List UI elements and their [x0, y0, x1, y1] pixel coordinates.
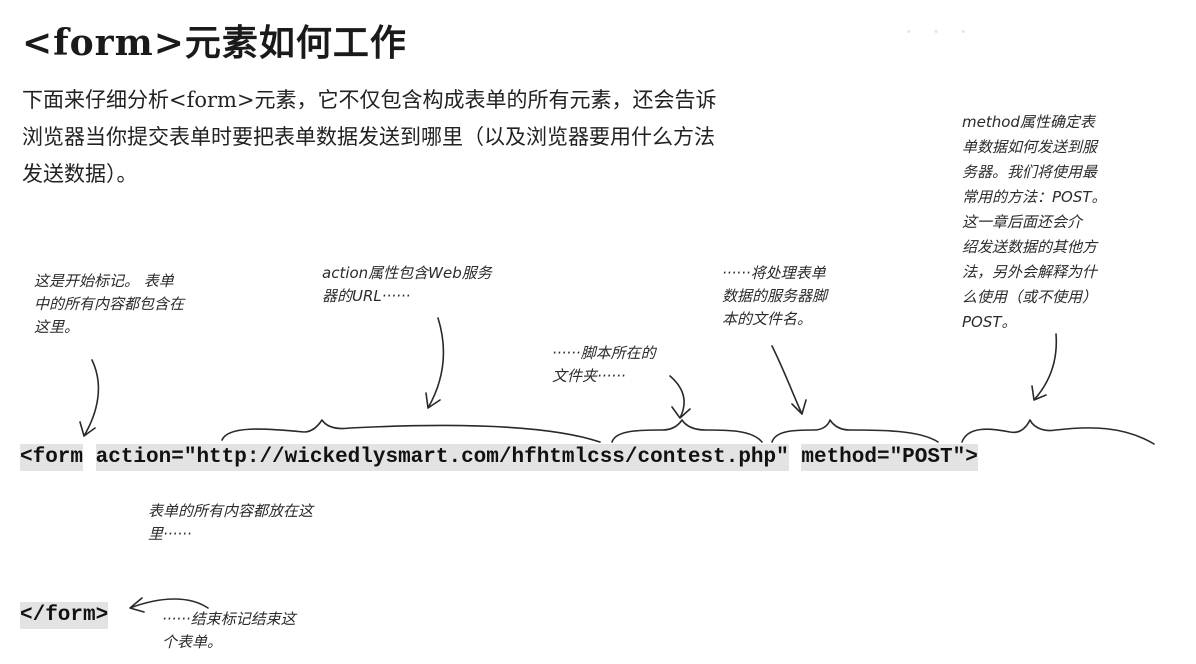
code-action-attribute: action="http://wickedlysmart.com/hfhtmlc…: [95, 444, 789, 471]
form-open-tag-code: <form action="http://wickedlysmart.com/h…: [20, 444, 978, 471]
note-method: method属性确定表 单数据如何发送到服 务器。我们将使用最 常用的方法：PO…: [962, 113, 1107, 331]
brace-script: [771, 419, 939, 443]
note-start-tag: 这是开始标记。 表单 中的所有内容都包含在 这里。: [34, 272, 185, 336]
arrow-method: [1031, 333, 1058, 401]
code-close-tag: </form>: [20, 602, 109, 629]
page-title: <form>元素如何工作: [22, 22, 407, 64]
code-open-tag: <form: [20, 444, 84, 471]
note-script: ······将处理表单 数据的服务器脚 本的文件名。: [722, 264, 828, 328]
brace-action: [221, 419, 601, 443]
note-end-tag: ······结束标记结束这 个表单。: [162, 610, 296, 651]
faded-page-header: · · ·: [905, 18, 974, 46]
arrow-script: [771, 345, 807, 415]
arrow-folder: [669, 375, 691, 419]
code-open-tag-close: >: [965, 444, 978, 471]
intro-paragraph: 下面来仔细分析<form>元素，它不仅包含构成表单的所有元素，还会告诉浏览器当你…: [22, 88, 717, 186]
code-method-attribute: method="POST": [801, 444, 966, 471]
note-folder: ······脚本所在的 文件夹······: [552, 344, 656, 385]
note-action: action属性包含Web服务 器的URL······: [322, 264, 492, 305]
brace-method: [961, 419, 1155, 445]
form-close-tag-code: </form>: [20, 602, 109, 629]
brace-folder: [611, 419, 763, 443]
note-content: 表单的所有内容都放在这 里······: [148, 502, 314, 543]
arrow-action: [425, 317, 445, 409]
arrow-start-tag: [79, 359, 100, 437]
